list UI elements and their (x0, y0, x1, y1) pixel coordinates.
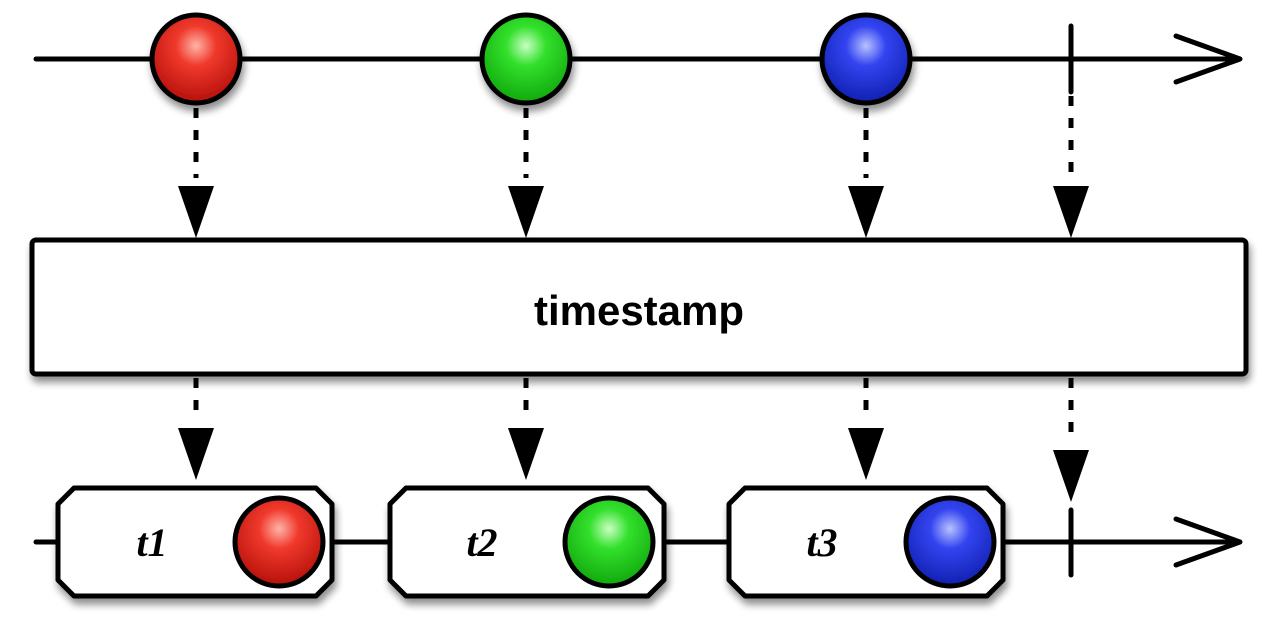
output-arrow-1 (178, 378, 214, 480)
output-item-1: t1 (55, 485, 335, 599)
input-arrows (178, 96, 1089, 238)
output-timeline-arrowhead (1173, 516, 1243, 568)
input-arrow-2 (508, 108, 544, 238)
input-event-green (479, 12, 573, 106)
input-event-red (149, 12, 243, 106)
output-item-3: t3 (726, 485, 1006, 599)
output-item-label: t3 (806, 520, 837, 565)
output-arrow-2 (508, 378, 544, 480)
input-timeline-arrowhead (1173, 33, 1243, 85)
input-arrow-completion (1053, 96, 1089, 238)
output-item-label: t2 (466, 520, 497, 565)
output-item-marble-green (562, 495, 656, 589)
output-arrow-3 (848, 378, 884, 480)
output-item-2: t2 (387, 485, 667, 599)
output-item-marble-blue (903, 495, 997, 589)
operator-label: timestamp (534, 287, 744, 334)
output-arrow-completion (1053, 378, 1089, 502)
input-events (149, 12, 913, 106)
operator-box: timestamp (29, 237, 1249, 377)
output-items: t1 t2 t3 (55, 485, 1006, 599)
input-arrow-3 (848, 108, 884, 238)
output-item-marble-red (232, 495, 326, 589)
output-arrows (178, 378, 1089, 502)
input-arrow-1 (178, 108, 214, 238)
input-event-blue (819, 12, 913, 106)
output-item-label: t1 (136, 520, 167, 565)
